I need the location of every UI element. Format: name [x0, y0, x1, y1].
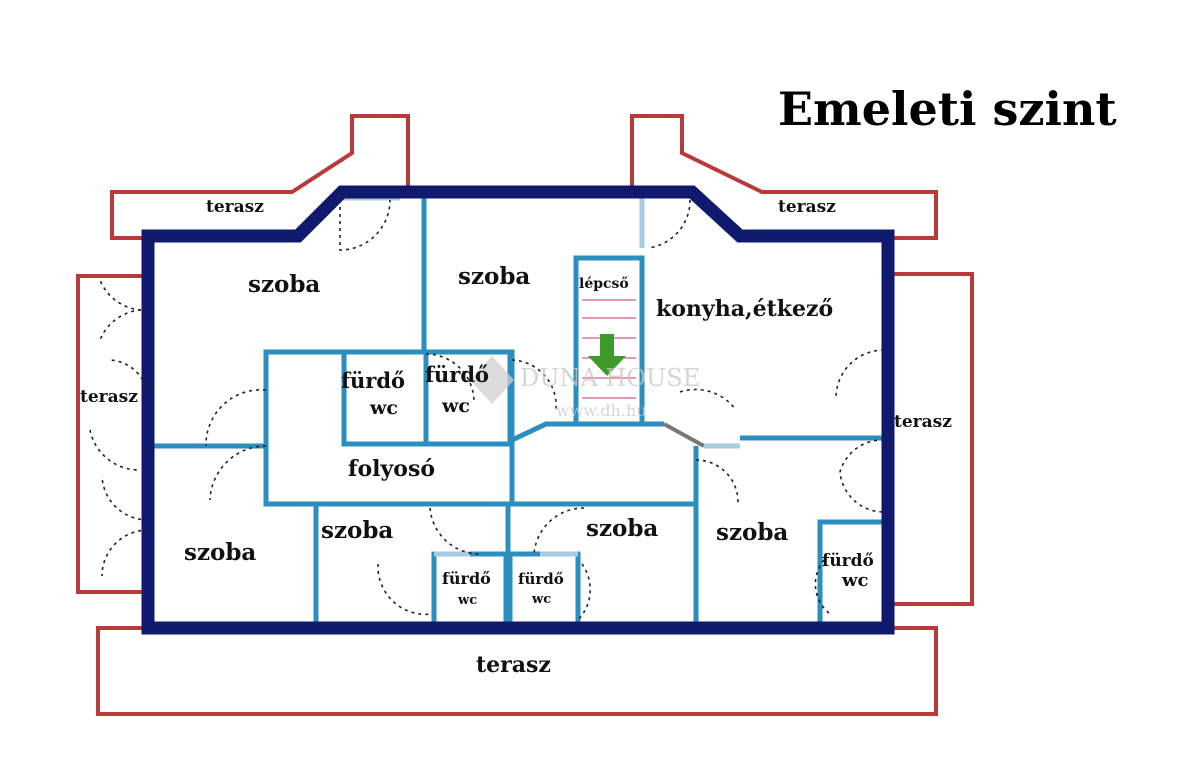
- label-room-bottom-left: szoba: [184, 539, 256, 566]
- room-labels: terasz terasz terasz terasz terasz szoba…: [80, 197, 952, 678]
- label-terrace-left: terasz: [80, 387, 138, 407]
- label-bath2-line2: wc: [441, 395, 470, 417]
- label-bath5-line1: fürdő: [822, 551, 874, 571]
- label-corridor: folyosó: [348, 456, 435, 482]
- label-stairs: lépcső: [579, 276, 629, 292]
- terrace-left-outline: [76, 274, 142, 594]
- label-bath4-line2: wc: [531, 592, 551, 607]
- outer-wall: [141, 185, 895, 635]
- label-terrace-top-left: terasz: [206, 197, 264, 217]
- plan-title: Emeleti szint: [778, 82, 1117, 136]
- watermark: DUNA HOUSE www.dh.hu: [470, 356, 700, 420]
- terrace-top-left-outline: [110, 114, 410, 240]
- label-terrace-top-right: terasz: [778, 197, 836, 217]
- label-bath3-line1: fürdő: [442, 569, 491, 588]
- label-bath3-line2: wc: [457, 593, 477, 608]
- label-bath1-line1: fürdő: [341, 368, 405, 393]
- label-kitchen: konyha,étkező: [656, 296, 833, 322]
- interior-walls: [148, 195, 884, 627]
- watermark-url: www.dh.hu: [556, 401, 647, 420]
- label-bath5-line2: wc: [841, 570, 868, 591]
- label-bath4-line1: fürdő: [518, 570, 564, 588]
- label-terrace-right: terasz: [894, 412, 952, 432]
- terrace-bottom-outline: [96, 626, 938, 716]
- terrace-right-outline: [892, 272, 974, 606]
- label-room-top-middle: szoba: [458, 263, 530, 290]
- stair-down-arrow-icon: [588, 334, 626, 376]
- label-room-top-left: szoba: [248, 271, 320, 298]
- label-bath2-line1: fürdő: [425, 362, 489, 387]
- label-terrace-bottom: terasz: [476, 652, 551, 678]
- label-room-bottom-mid2: szoba: [586, 515, 658, 542]
- duna-house-logo-icon: [470, 356, 514, 404]
- watermark-brand: DUNA HOUSE: [520, 364, 700, 392]
- door-swings: [89, 199, 885, 621]
- label-room-bottom-right: szoba: [716, 519, 788, 546]
- label-room-bottom-mid1: szoba: [321, 517, 393, 544]
- label-bath1-line2: wc: [369, 397, 398, 419]
